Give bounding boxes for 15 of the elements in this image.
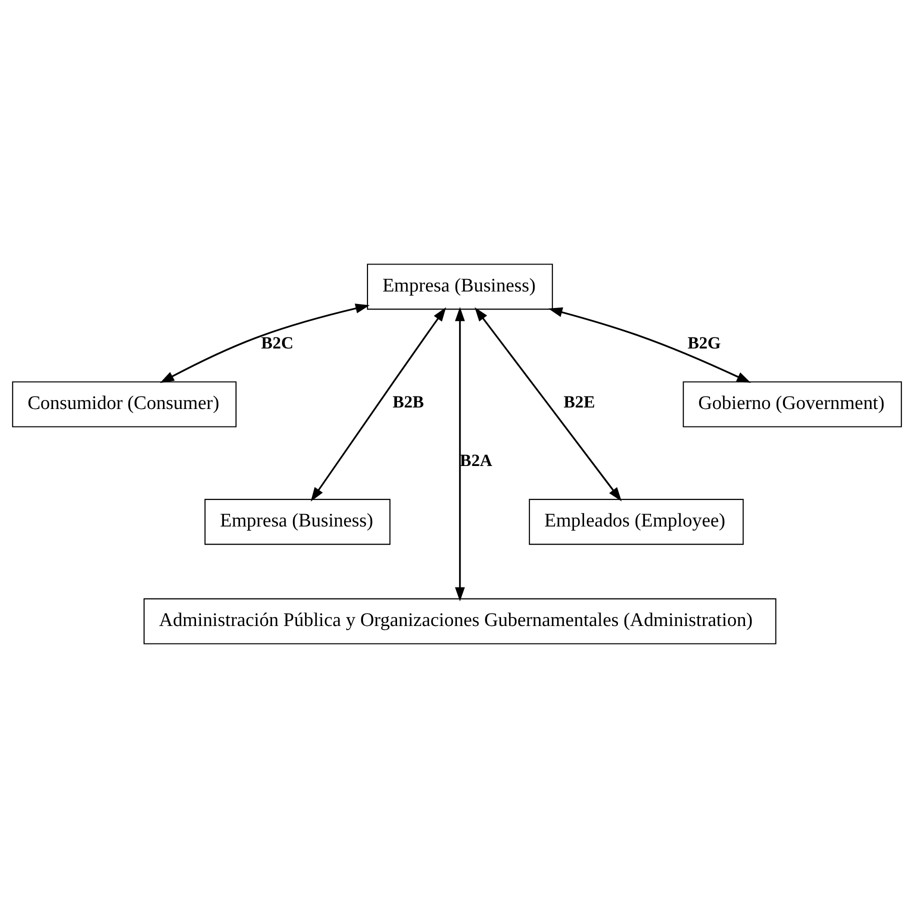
node-box: Empleados (Employee): [528, 498, 744, 545]
node-box: Empresa (Business): [366, 264, 553, 310]
node-box: Gobierno (Government): [682, 381, 902, 428]
arrow: [455, 307, 465, 602]
edge-label: B2G: [688, 334, 721, 352]
arrow: [548, 307, 751, 383]
edge-label: B2E: [564, 392, 595, 412]
node-box: Empresa (Business): [204, 498, 390, 545]
edge-label: B2C: [261, 334, 294, 352]
arrow: [474, 307, 622, 502]
node-box: Administración Pública y Organizaciones Gubernamentales (Administration): [144, 598, 776, 644]
node-box: Consumidor (Consumer): [12, 381, 237, 428]
edge-label: B2B: [392, 392, 424, 412]
arrow: [310, 307, 446, 502]
arrow: [160, 304, 370, 383]
